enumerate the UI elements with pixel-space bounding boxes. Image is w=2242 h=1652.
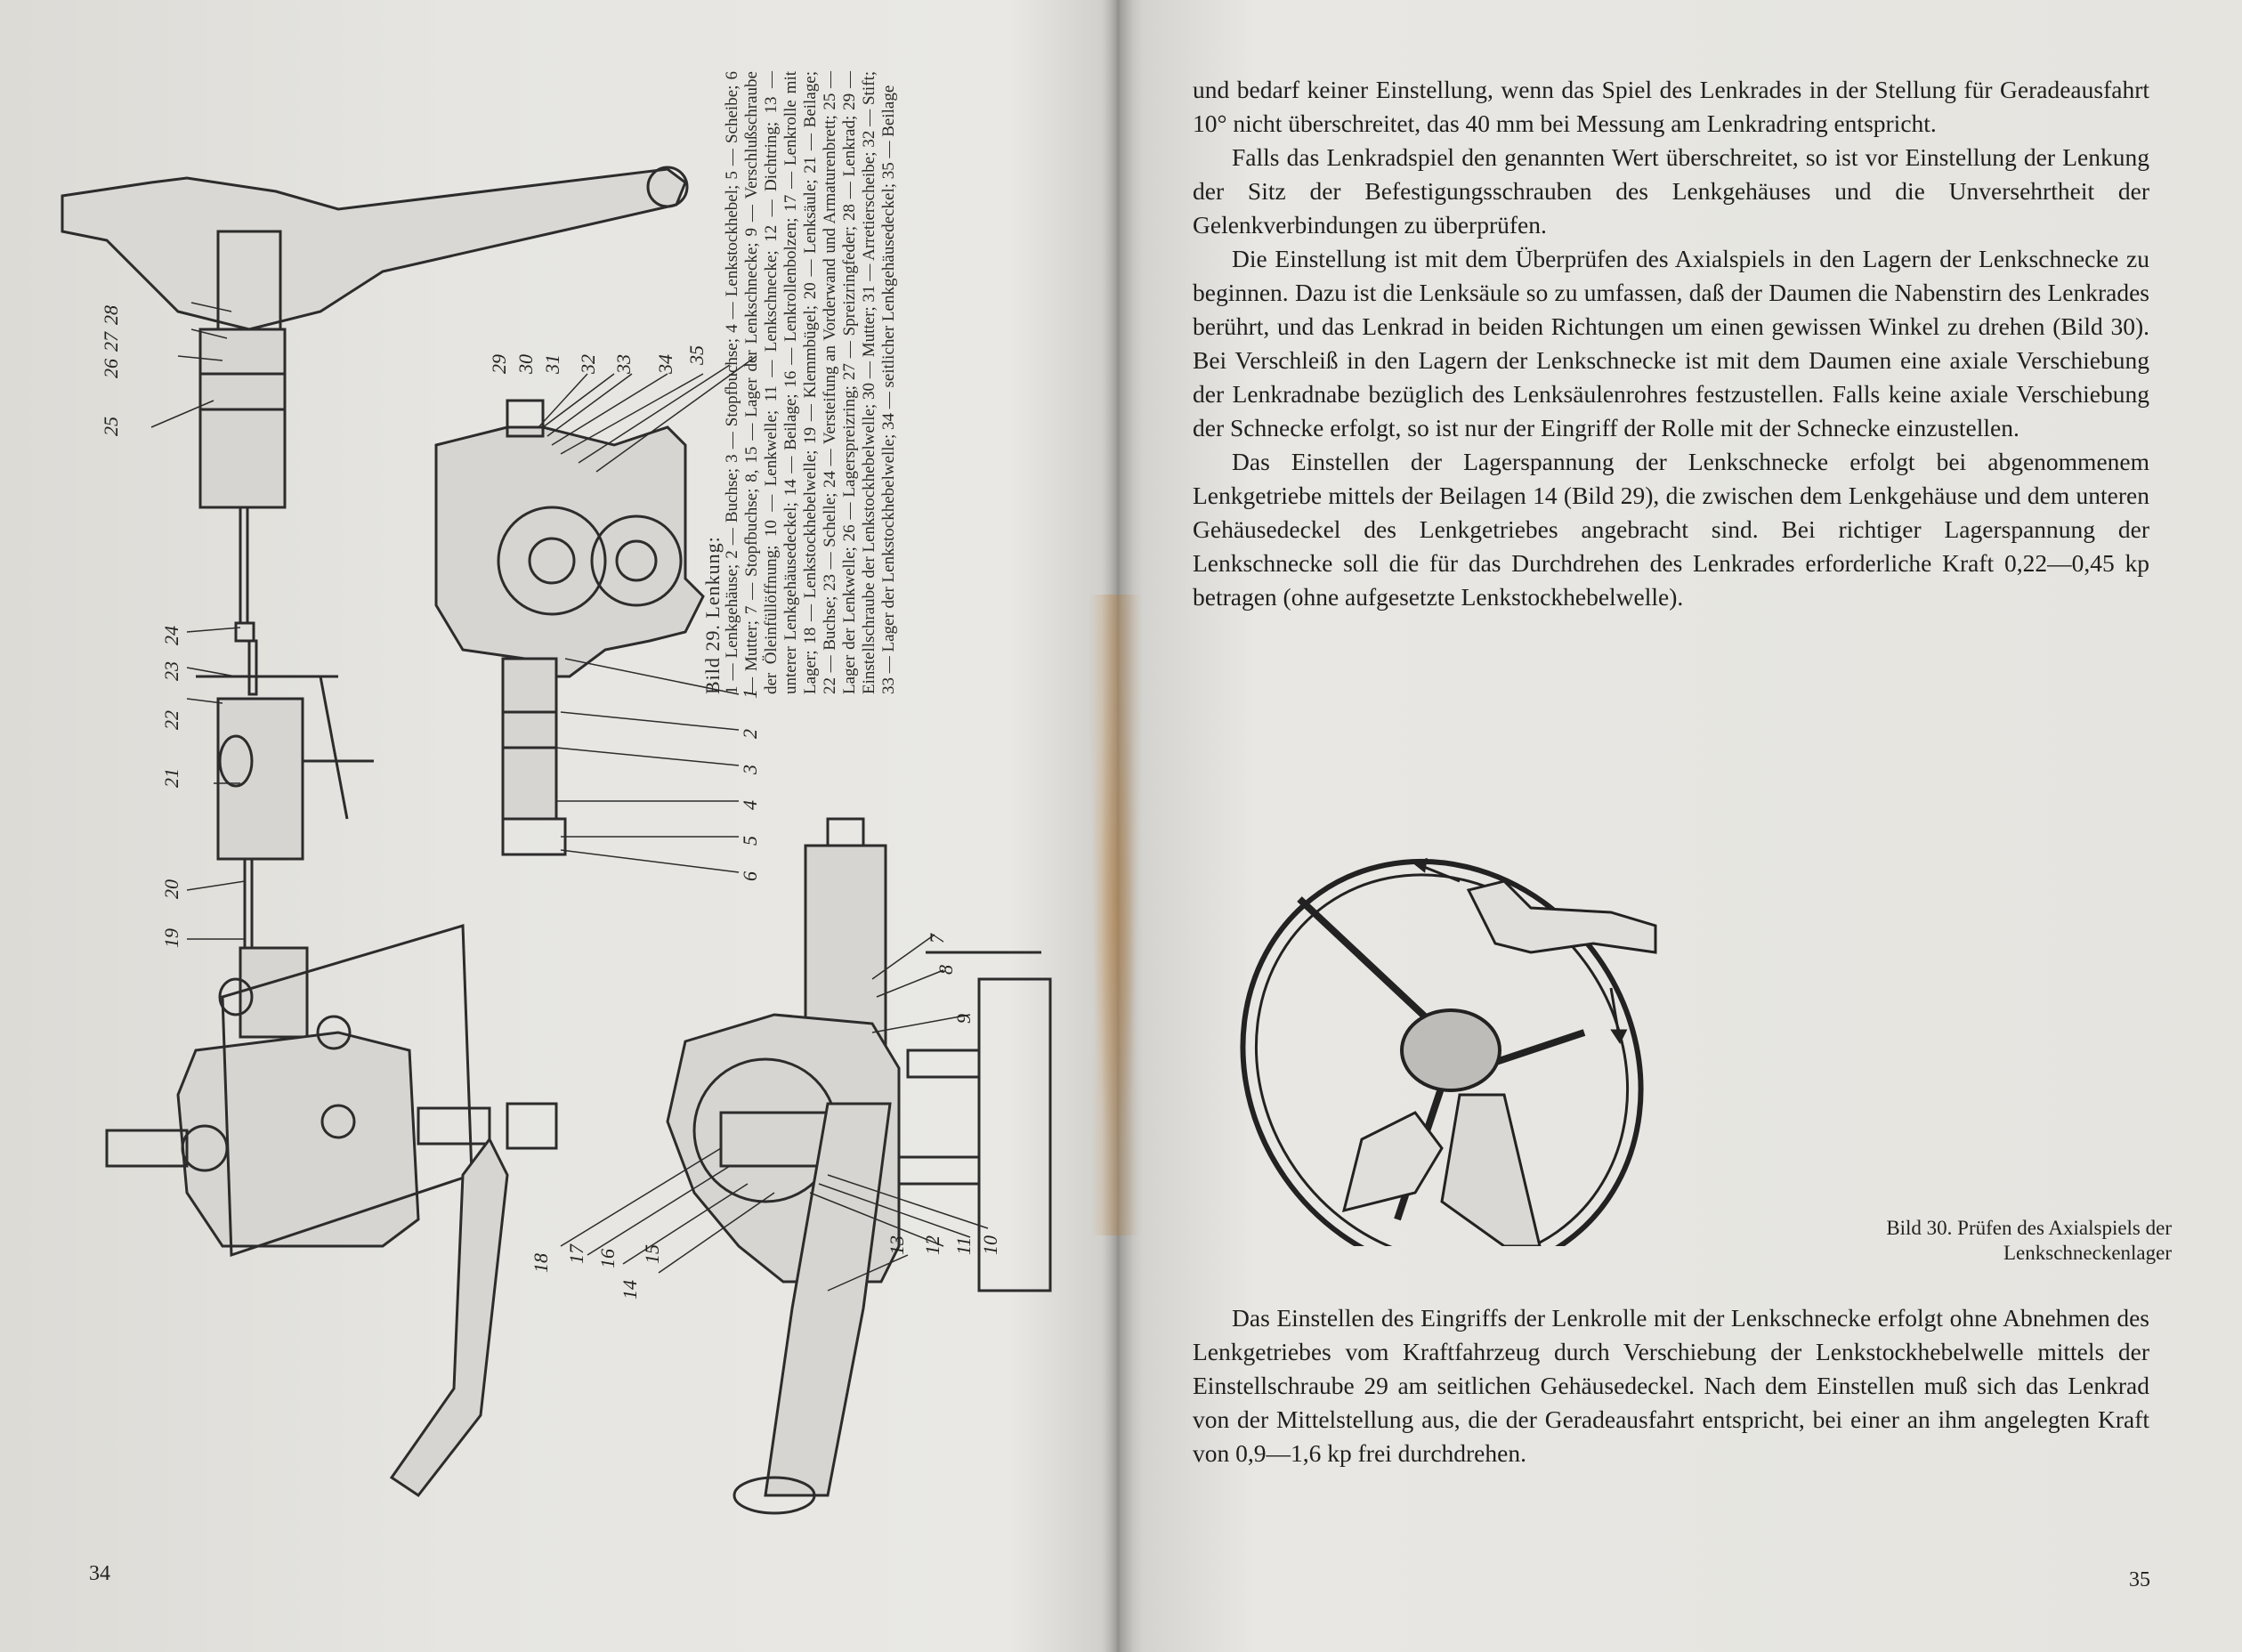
label-24: 24 — [160, 626, 182, 645]
label-28: 28 — [100, 305, 122, 325]
label-12: 12 — [921, 1235, 943, 1255]
page-number-right: 35 — [2129, 1568, 2150, 1591]
label-21: 21 — [160, 768, 182, 788]
figure-29-title: Bild 29. Lenkung: — [701, 536, 724, 694]
label-1: 1 — [739, 689, 761, 699]
steering-assembly-drawing: 25 26 27 28 29 30 31 32 33 34 35 24 23 2… — [61, 166, 1052, 1515]
label-19: 19 — [160, 928, 182, 948]
label-10: 10 — [979, 1235, 1001, 1255]
label-17: 17 — [565, 1243, 587, 1264]
label-30: 30 — [514, 354, 537, 375]
body-text-top: und bedarf keiner Einstellung, wenn das … — [1193, 73, 2149, 614]
label-6: 6 — [739, 871, 761, 881]
figure-29-legend: 1 — Lenkgehäuse; 2 — Buchse; 3 — Stopfbu… — [723, 71, 898, 694]
paragraph-4: Das Einstellen der Lagerspannung der Len… — [1193, 448, 2149, 611]
label-16: 16 — [596, 1249, 619, 1268]
label-34: 34 — [654, 354, 676, 375]
figure-30-steering-wheel — [1240, 857, 1657, 1246]
label-9: 9 — [952, 1014, 975, 1024]
label-27: 27 — [100, 331, 122, 352]
label-14: 14 — [619, 1280, 641, 1300]
label-4: 4 — [739, 800, 761, 810]
label-2: 2 — [739, 729, 761, 739]
paragraph-1: und bedarf keiner Einstellung, wenn das … — [1193, 76, 2149, 137]
figure-30-caption: Bild 30. Prüfen des Axialspiels der Lenk… — [1566, 1216, 2172, 1266]
label-33: 33 — [612, 354, 635, 375]
paragraph-3: Die Einstellung ist mit dem Überprüfen d… — [1193, 245, 2149, 441]
label-7: 7 — [926, 933, 948, 943]
label-35: 35 — [685, 345, 708, 366]
label-3: 3 — [739, 765, 761, 775]
label-29: 29 — [488, 354, 510, 374]
label-8: 8 — [935, 965, 957, 975]
paragraph-2: Falls das Lenkradspiel den genannten Wer… — [1193, 143, 2149, 239]
book-gutter — [1102, 0, 1134, 1652]
label-15: 15 — [641, 1244, 663, 1264]
label-5: 5 — [739, 836, 761, 846]
label-20: 20 — [160, 879, 182, 899]
paragraph-5: Das Einstellen des Eingriffs der Lenkrol… — [1193, 1304, 2149, 1467]
label-18: 18 — [530, 1253, 552, 1273]
label-31: 31 — [541, 354, 563, 375]
label-32: 32 — [577, 354, 599, 375]
label-11: 11 — [952, 1237, 975, 1255]
figure-30-caption-line2: Lenkschneckenlager — [2003, 1242, 2172, 1264]
figure-30-caption-line1: Bild 30. Prüfen des Axialspiels der — [1886, 1217, 2172, 1239]
page-number-left: 34 — [89, 1562, 110, 1585]
label-22: 22 — [160, 710, 182, 730]
label-13: 13 — [886, 1235, 908, 1255]
water-stain — [1084, 595, 1146, 1235]
label-25: 25 — [100, 417, 122, 436]
label-26: 26 — [100, 359, 122, 378]
label-23: 23 — [160, 661, 182, 681]
body-text-bottom: Das Einstellen des Eingriffs der Lenkrol… — [1193, 1301, 2149, 1470]
